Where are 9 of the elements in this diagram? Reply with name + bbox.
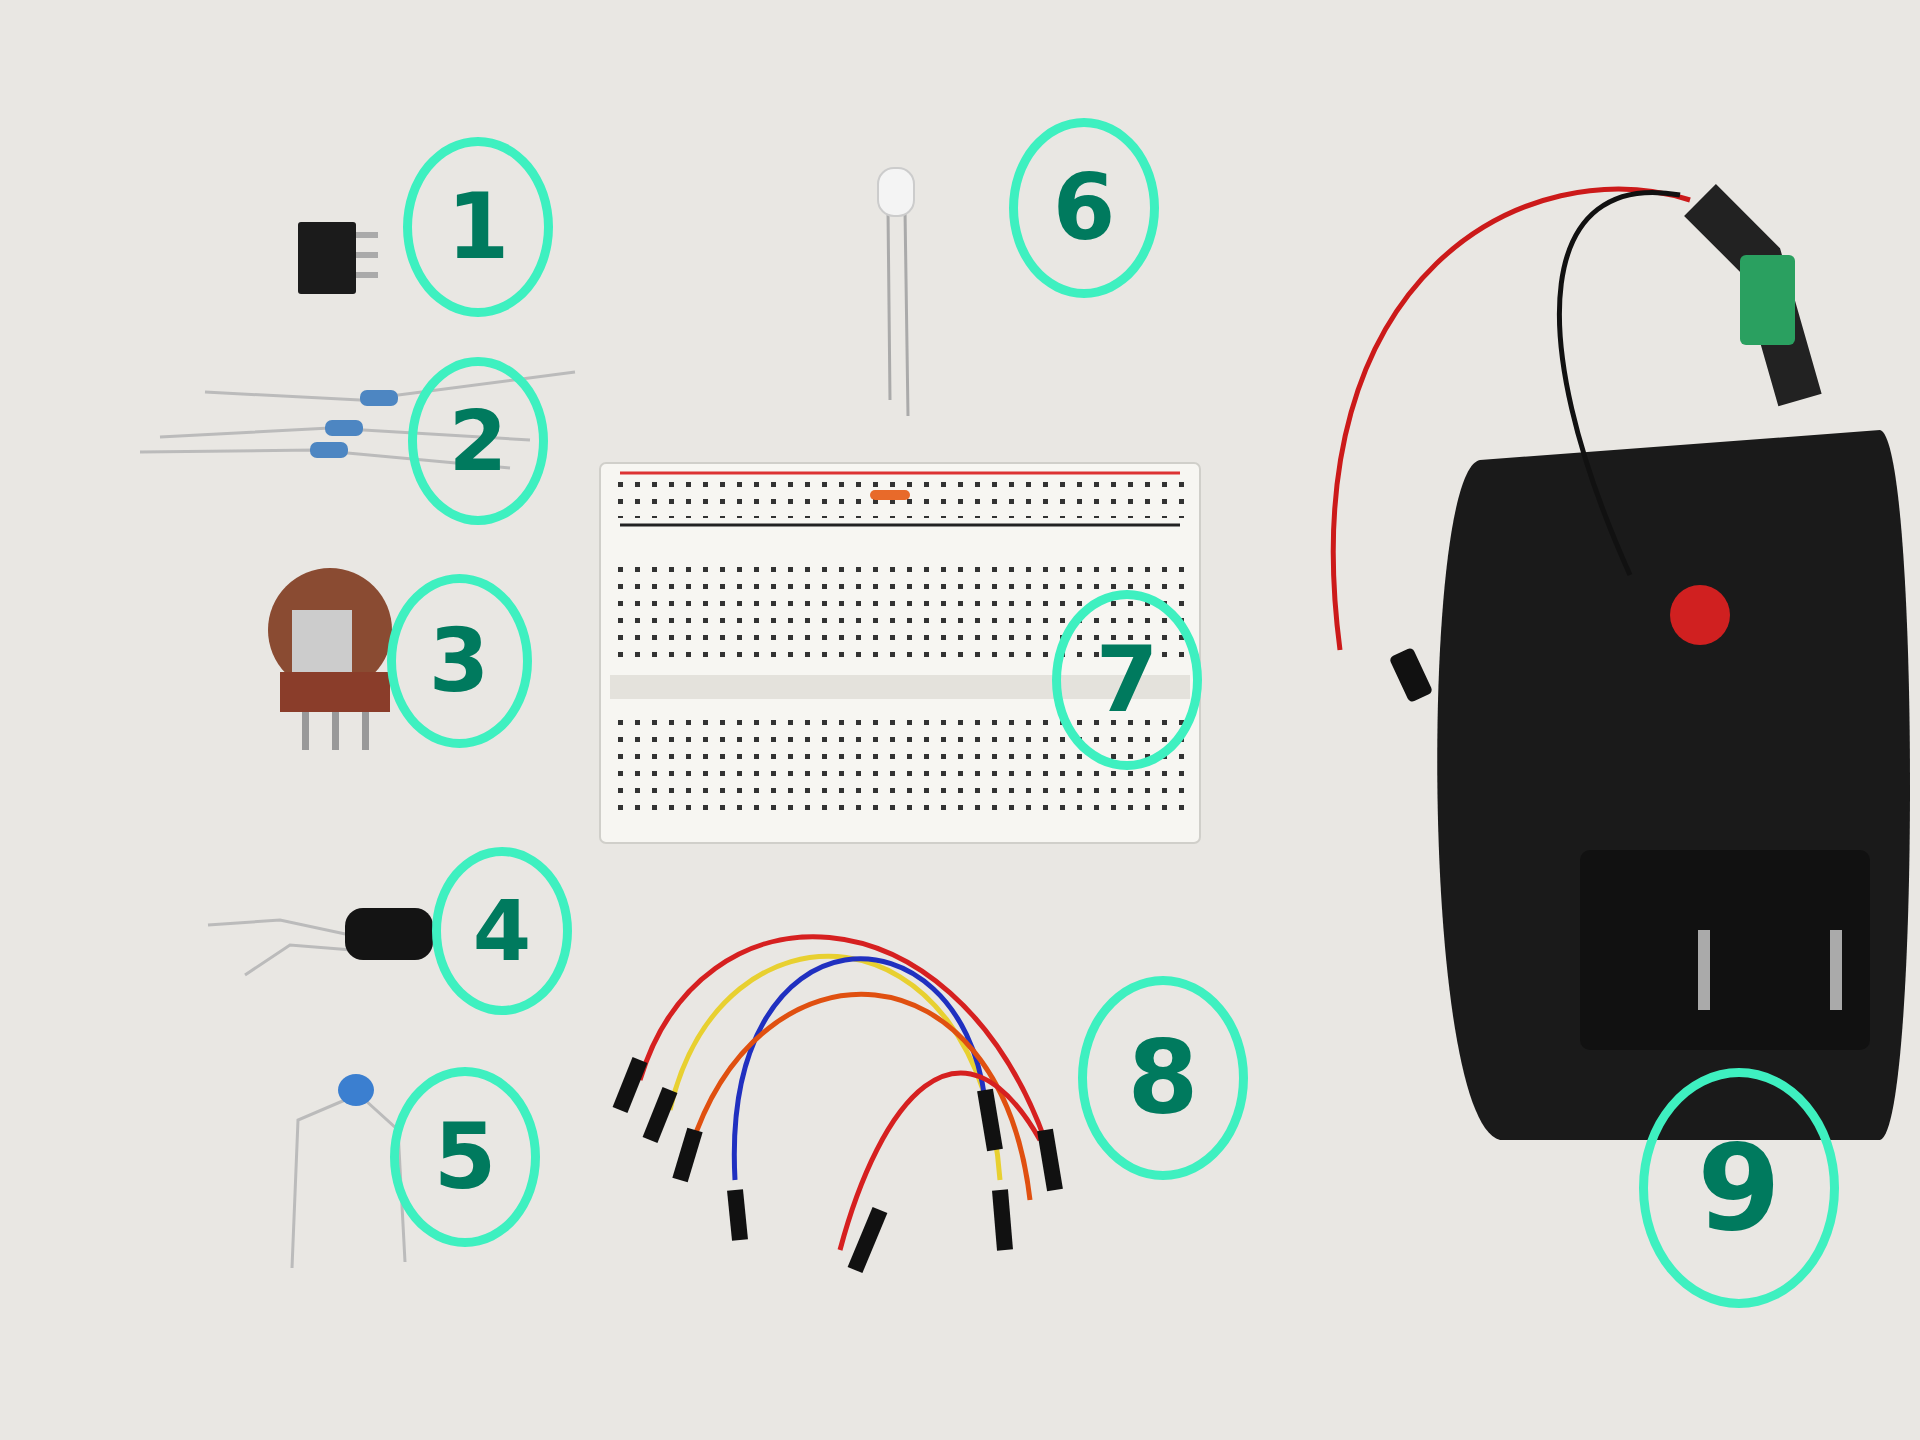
callout-number: 2 (408, 357, 548, 525)
callout-number: 3 (386, 574, 532, 748)
callout-number: 7 (1052, 590, 1202, 770)
callout-number: 9 (1639, 1068, 1839, 1308)
callout-number: 8 (1078, 976, 1248, 1180)
callout-number: 4 (432, 847, 572, 1015)
callout-number: 6 (1009, 118, 1159, 298)
callout-number: 5 (390, 1067, 540, 1247)
callout-number: 1 (403, 137, 553, 317)
